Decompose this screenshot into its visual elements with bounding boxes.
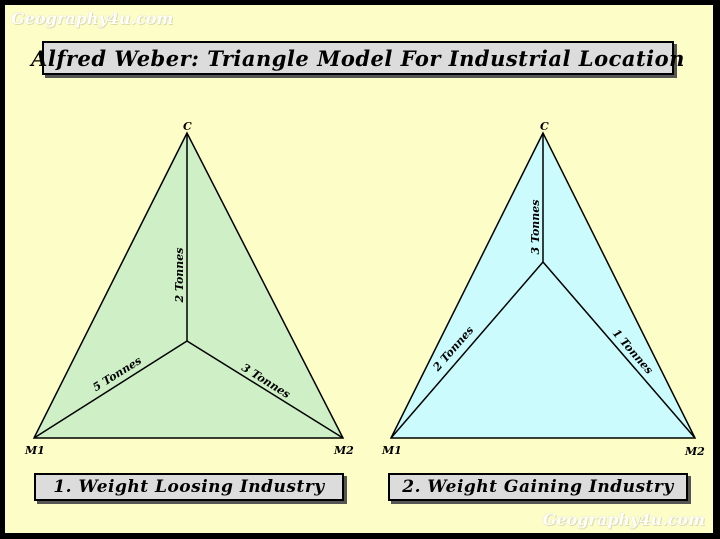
watermark-bottom: Geography4u.com [542, 510, 705, 529]
caption-weight-loosing: 1. Weight Loosing Industry [34, 473, 344, 501]
triangle-2-area [389, 131, 697, 439]
vertex-1-m2: M2 [333, 444, 354, 457]
diagram-frame: Geography4u.com Alfred Weber: Triangle M… [4, 4, 714, 534]
vertex-2-m1: M1 [381, 444, 402, 457]
vertex-1-c: C [183, 120, 192, 133]
edge-1-m1 [33, 340, 188, 439]
triangle-weight-gaining: C M1 M2 3 Tonnes 2 Tonnes 1 Tonnes [381, 120, 705, 458]
vertex-2-c: C [540, 120, 549, 133]
page-title: Alfred Weber: Triangle Model For Industr… [31, 41, 684, 75]
weber-triangles: C M1 M2 2 Tonnes 5 Tonnes 3 Tonnes C M1 … [24, 120, 705, 458]
edge-2-m2 [542, 261, 696, 439]
vertex-1-m1: M1 [24, 444, 45, 457]
edge-1-m2 [186, 340, 344, 439]
edge-label-2-c: 3 Tonnes [529, 200, 542, 255]
edge-label-1-c: 2 Tonnes [173, 248, 186, 304]
vertex-2-m2: M2 [684, 445, 705, 458]
watermark-top: Geography4u.com [11, 9, 174, 28]
triangle-weight-loosing: C M1 M2 2 Tonnes 5 Tonnes 3 Tonnes [24, 120, 354, 457]
triangle-1-area [32, 131, 345, 439]
caption-weight-gaining: 2. Weight Gaining Industry [388, 473, 688, 501]
edge-2-m1 [390, 261, 544, 439]
